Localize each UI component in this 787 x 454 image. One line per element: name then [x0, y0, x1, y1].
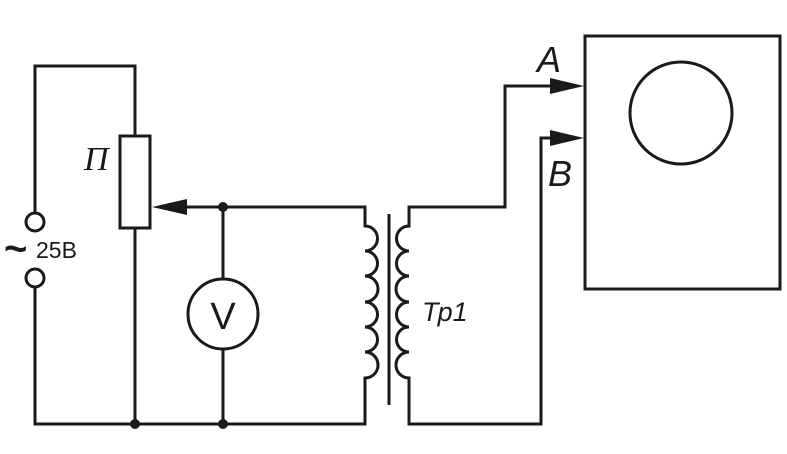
input-a-arrow [550, 78, 584, 94]
potentiometer-resistor [118, 134, 152, 230]
source-terminal-bottom [24, 267, 46, 289]
secondary-top-wire [407, 84, 554, 228]
transformer-primary-coil [364, 224, 380, 380]
voltmeter-label: V [210, 296, 236, 338]
wiper-arrow [152, 199, 187, 215]
transformer-secondary-coil [394, 224, 410, 380]
wiper-wire [183, 205, 367, 228]
input-b-label: B [548, 153, 572, 194]
junction-dot-wiper [218, 202, 228, 212]
source-terminal-top [24, 211, 46, 233]
source-top-wire [33, 64, 137, 214]
oscilloscope-screen [628, 60, 734, 166]
voltmeter [186, 277, 260, 351]
input-a-label: A [535, 39, 561, 80]
junction-dot-volt-bottom [218, 419, 228, 429]
source-voltage-label: 25В [36, 237, 77, 263]
secondary-bottom-wire [407, 136, 554, 426]
potentiometer-label: П [83, 141, 111, 178]
input-b-arrow [550, 130, 584, 146]
junction-dot-pot-bottom [130, 419, 140, 429]
transformer-label: Тр1 [422, 297, 468, 327]
source-bottom-wire [33, 280, 367, 426]
source-tilde-label: ~ [4, 227, 27, 271]
